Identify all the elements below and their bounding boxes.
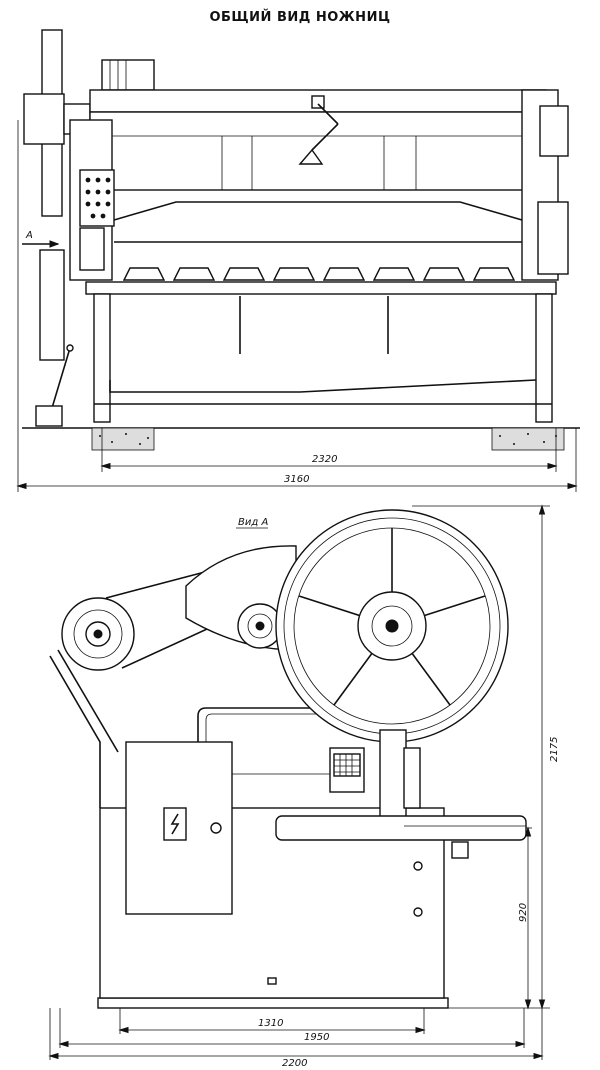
section-marker: А [25,230,33,241]
hold-down-1 [122,267,166,281]
side-table [275,815,527,841]
motor-pulley [23,93,65,145]
view-label: Вид А [238,517,268,528]
ram-guide [403,747,421,809]
hold-down-5 [322,267,366,281]
ram-column [379,729,407,821]
right-gear-cover [539,105,569,157]
foundation-right [491,427,565,451]
dim-inner-width: 2320 [312,454,337,465]
drawing-title: ОБЩИЙ ВИД НОЖНИЦ [209,10,391,25]
left-box [79,227,105,271]
upper-frame [89,111,547,191]
side-view: Вид А [48,504,560,1069]
foot-pedal [35,405,63,427]
dim-overall-width: 3160 [284,474,309,485]
dim-base-width: 1310 [258,1018,283,1029]
lamp-mount [311,95,325,109]
dim-height-total: 2175 [549,737,560,762]
dim-overall-depth: 2200 [282,1058,307,1069]
hold-down-4 [272,267,316,281]
gearbox-top [101,59,155,91]
hold-down-8 [472,267,516,281]
work-table [85,281,557,295]
left-leg [93,293,111,423]
table-bolt [451,841,469,859]
foundation-left [91,427,155,451]
front-view: А 2320 3160 [16,29,580,492]
dim-height-table: 920 [518,903,529,922]
hold-down-6 [372,267,416,281]
lower-wheel-edge [39,249,65,361]
base-plate [97,997,449,1009]
dim-frame-width: 1950 [304,1032,329,1043]
right-leg [535,293,553,423]
hold-down-3 [222,267,266,281]
lamp-shade [298,148,324,165]
hold-down-7 [422,267,466,281]
plate-marker [267,977,277,985]
grid-window [333,753,361,777]
hold-down-2 [172,267,216,281]
right-box [537,201,569,275]
